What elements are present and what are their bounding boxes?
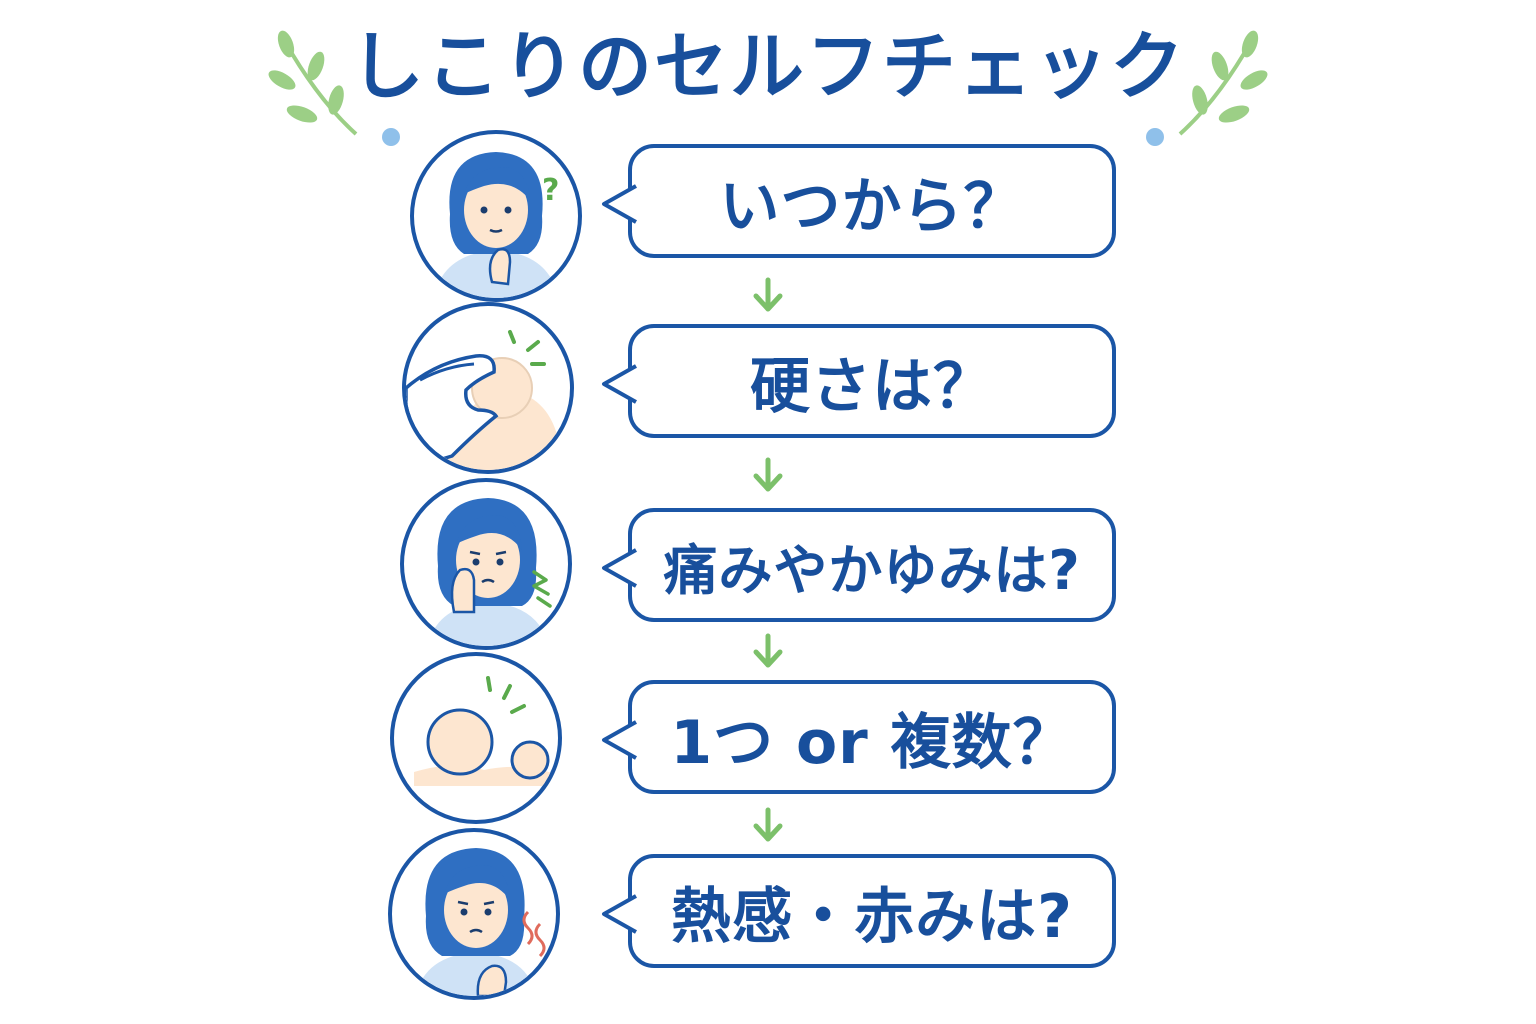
question-bubble-2: 硬さは？ — [602, 324, 1116, 438]
left-dot-icon — [382, 128, 400, 146]
page-title: しこりのセルフチェック — [350, 24, 1186, 110]
check-step-4: 1つ or 複数？ — [0, 652, 1536, 824]
down-arrow-icon-1 — [753, 277, 783, 312]
right-dot-icon — [1146, 128, 1164, 146]
multiple-lumps-icon — [390, 652, 562, 824]
bubble-tail-icon — [602, 184, 637, 224]
question-bubble-3: 痛みやかゆみは? — [602, 508, 1116, 622]
bubble-tail-icon — [602, 720, 637, 760]
question-text-1: いつから？ — [719, 171, 1025, 242]
question-text-4: 1つ or 複数？ — [670, 707, 1074, 778]
down-arrow-icon-3 — [753, 633, 783, 668]
check-step-3: 痛みやかゆみは? — [0, 478, 1536, 650]
right-leaf-sprig-icon — [1178, 30, 1268, 136]
left-leaf-sprig-icon — [268, 30, 358, 136]
check-step-1: ? いつから？ — [0, 130, 1536, 302]
question-bubble-4: 1つ or 複数？ — [602, 680, 1116, 794]
question-text-3: 痛みやかゆみは? — [663, 538, 1081, 602]
check-step-5: 熱感・赤みは? — [0, 828, 1536, 1000]
woman-fever-redness-icon — [388, 828, 560, 1000]
bubble-tail-icon — [602, 548, 637, 588]
bubble-tail-icon — [602, 894, 637, 934]
question-bubble-1: いつから？ — [602, 144, 1116, 258]
down-arrow-icon-4 — [753, 807, 783, 842]
question-text-2: 硬さは？ — [750, 351, 994, 422]
question-text-5: 熱感・赤みは? — [671, 881, 1073, 952]
check-step-2: 硬さは？ — [0, 302, 1536, 474]
question-bubble-5: 熱感・赤みは? — [602, 854, 1116, 968]
hand-touching-lump-icon — [402, 302, 574, 474]
bubble-tail-icon — [602, 364, 637, 404]
svg-text:?: ? — [542, 173, 559, 208]
down-arrow-icon-2 — [753, 457, 783, 492]
woman-cheek-pain-icon — [400, 478, 572, 650]
woman-thinking-icon: ? — [410, 130, 582, 302]
